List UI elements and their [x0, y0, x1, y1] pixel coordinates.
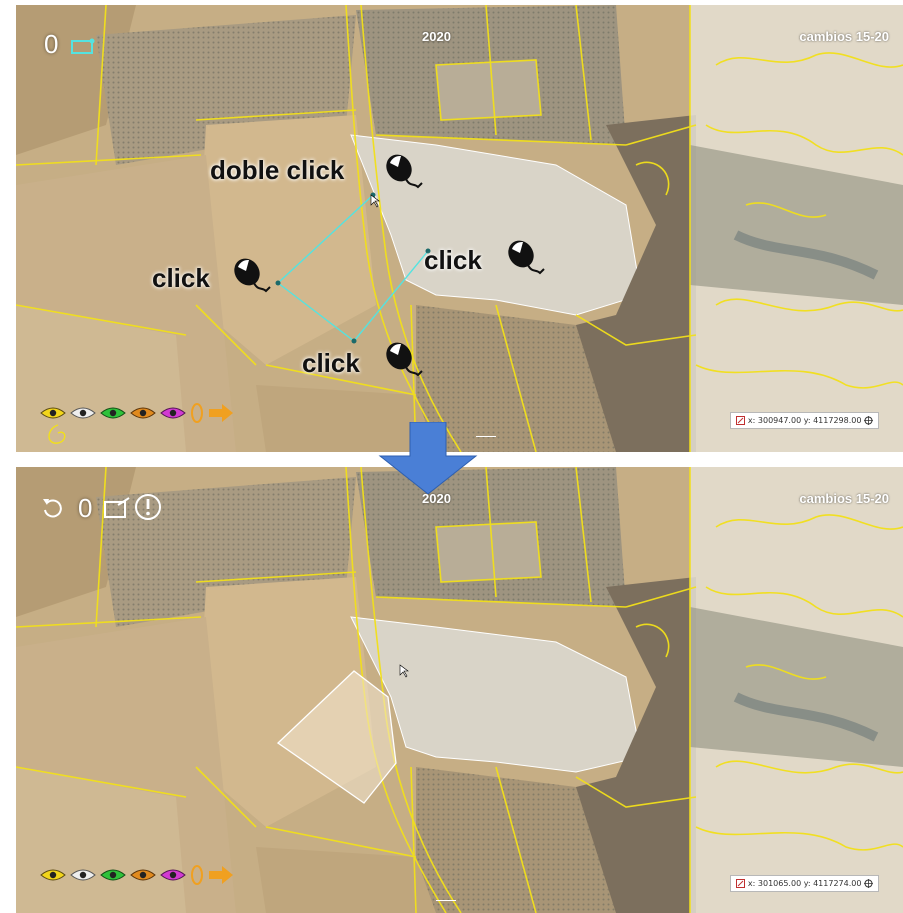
zero-outline-icon[interactable]	[190, 865, 204, 885]
eye-icon-green[interactable]	[100, 406, 126, 420]
coordinate-readout: x: 300947.00 y: 4117298.00	[730, 412, 879, 429]
coordinate-icon	[736, 416, 746, 425]
layer-visibility-bar	[40, 865, 234, 885]
mouse-icon	[234, 258, 271, 293]
eye-icon-white[interactable]	[70, 406, 96, 420]
mouse-icon	[386, 342, 423, 377]
mouse-icon	[508, 240, 545, 275]
eye-icon-yellow[interactable]	[40, 406, 66, 420]
aerial-map[interactable]	[16, 467, 903, 913]
changes-layer-label: cambios 15-20	[799, 491, 889, 506]
map-panel-before[interactable]: 0 2020 cambios 15-20 doble click click c…	[16, 5, 903, 452]
coordinate-readout: x: 301065.00 y: 4117274.00	[730, 875, 879, 892]
scale-bar	[436, 900, 456, 901]
aerial-map[interactable]	[16, 5, 903, 452]
click-annotation-right: click	[424, 245, 482, 275]
polygon-tool-icon[interactable]	[68, 35, 96, 57]
eye-icon-orange[interactable]	[130, 406, 156, 420]
crosshair-icon[interactable]	[864, 416, 873, 425]
crosshair-icon[interactable]	[864, 879, 873, 888]
alert-icon[interactable]	[134, 493, 162, 521]
click-annotation-bottom: click	[302, 348, 360, 378]
changes-layer-label: cambios 15-20	[799, 29, 889, 44]
layer-visibility-bar	[40, 403, 234, 423]
scale-bar	[476, 436, 496, 437]
scribble-decoration	[48, 424, 66, 444]
eye-icon-green[interactable]	[100, 868, 126, 882]
double-click-annotation: doble click	[210, 155, 345, 185]
eye-icon-magenta[interactable]	[160, 406, 186, 420]
zero-outline-icon[interactable]	[190, 403, 204, 423]
click-annotation-left: click	[152, 263, 210, 293]
edit-counter: 0	[44, 29, 59, 59]
eye-icon-yellow[interactable]	[40, 868, 66, 882]
coordinate-value: x: 300947.00 y: 4117298.00	[747, 416, 862, 425]
down-arrow-icon	[378, 422, 478, 494]
coordinate-value: x: 301065.00 y: 4117274.00	[747, 879, 862, 888]
eye-icon-white[interactable]	[70, 868, 96, 882]
year-label: 2020	[422, 491, 451, 506]
undo-icon[interactable]	[40, 495, 66, 521]
map-panel-after[interactable]: 0 2020 cambios 15-20 x: 301065.00 y: 411…	[16, 467, 903, 913]
eye-icon-orange[interactable]	[130, 868, 156, 882]
eye-icon-magenta[interactable]	[160, 868, 186, 882]
next-arrow-icon[interactable]	[208, 404, 234, 422]
edit-counter: 0	[78, 493, 93, 523]
next-arrow-icon[interactable]	[208, 866, 234, 884]
year-label: 2020	[422, 29, 451, 44]
coordinate-icon	[736, 879, 746, 888]
mouse-icon	[386, 154, 423, 189]
edit-icon[interactable]	[102, 495, 132, 521]
